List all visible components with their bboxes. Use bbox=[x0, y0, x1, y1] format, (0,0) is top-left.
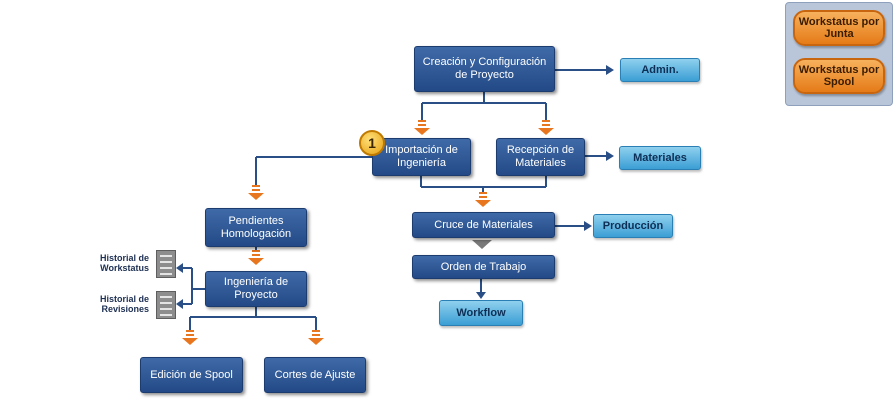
historial-workstatus-label: Historial de Workstatus bbox=[99, 253, 149, 273]
document-icon[interactable] bbox=[156, 250, 176, 278]
node-cruce[interactable]: Cruce de Materiales bbox=[412, 212, 555, 238]
tag-admin-label: Admin. bbox=[641, 63, 679, 76]
node-ingenieria-label: Ingeniería de Proyecto bbox=[223, 276, 289, 301]
node-edicion-label: Edición de Spool bbox=[150, 368, 233, 381]
workstatus-junta-button[interactable]: Workstatus por Junta bbox=[793, 10, 885, 46]
step-one-badge: 1 bbox=[359, 130, 385, 156]
node-creacion-label: Creación y Configuración de Proyecto bbox=[422, 56, 547, 81]
workstatus-spool-button[interactable]: Workstatus por Spool bbox=[793, 58, 885, 94]
node-pendientes[interactable]: Pendientes Homologación bbox=[205, 208, 307, 247]
document-icon[interactable] bbox=[156, 291, 176, 319]
node-recepcion-label: Recepción de Materiales bbox=[506, 144, 575, 169]
workstatus-panel: Workstatus por Junta Workstatus por Spoo… bbox=[785, 2, 893, 106]
workstatus-spool-label: Workstatus por Spool bbox=[798, 64, 880, 88]
tag-materiales-label: Materiales bbox=[633, 151, 687, 164]
node-importacion-label: Importación de Ingeniería bbox=[385, 144, 458, 169]
node-edicion[interactable]: Edición de Spool bbox=[140, 357, 243, 393]
node-pendientes-label: Pendientes Homologación bbox=[220, 214, 292, 240]
historial-revisiones-label: Historial de Revisiones bbox=[99, 294, 149, 314]
tag-workflow[interactable]: Workflow bbox=[439, 300, 523, 326]
node-importacion[interactable]: Importación de Ingeniería bbox=[372, 138, 471, 176]
tag-produccion-label: Producción bbox=[602, 219, 664, 232]
historial-revisiones-link[interactable]: Historial de Revisiones bbox=[85, 294, 149, 314]
node-cruce-label: Cruce de Materiales bbox=[434, 218, 533, 231]
node-creacion[interactable]: Creación y Configuración de Proyecto bbox=[414, 46, 555, 92]
node-recepcion[interactable]: Recepción de Materiales bbox=[496, 138, 585, 176]
tag-materiales[interactable]: Materiales bbox=[619, 146, 701, 170]
tag-admin[interactable]: Admin. bbox=[620, 58, 700, 82]
historial-workstatus-link[interactable]: Historial de Workstatus bbox=[85, 253, 149, 273]
node-cortes[interactable]: Cortes de Ajuste bbox=[264, 357, 366, 393]
tag-produccion[interactable]: Producción bbox=[593, 214, 673, 238]
node-orden-label: Orden de Trabajo bbox=[440, 260, 527, 273]
node-cortes-label: Cortes de Ajuste bbox=[274, 368, 356, 381]
node-ingenieria[interactable]: Ingeniería de Proyecto bbox=[205, 271, 307, 307]
workstatus-junta-label: Workstatus por Junta bbox=[798, 16, 880, 40]
tag-workflow-label: Workflow bbox=[456, 306, 506, 319]
node-orden[interactable]: Orden de Trabajo bbox=[412, 255, 555, 279]
step-one-number: 1 bbox=[368, 135, 376, 151]
